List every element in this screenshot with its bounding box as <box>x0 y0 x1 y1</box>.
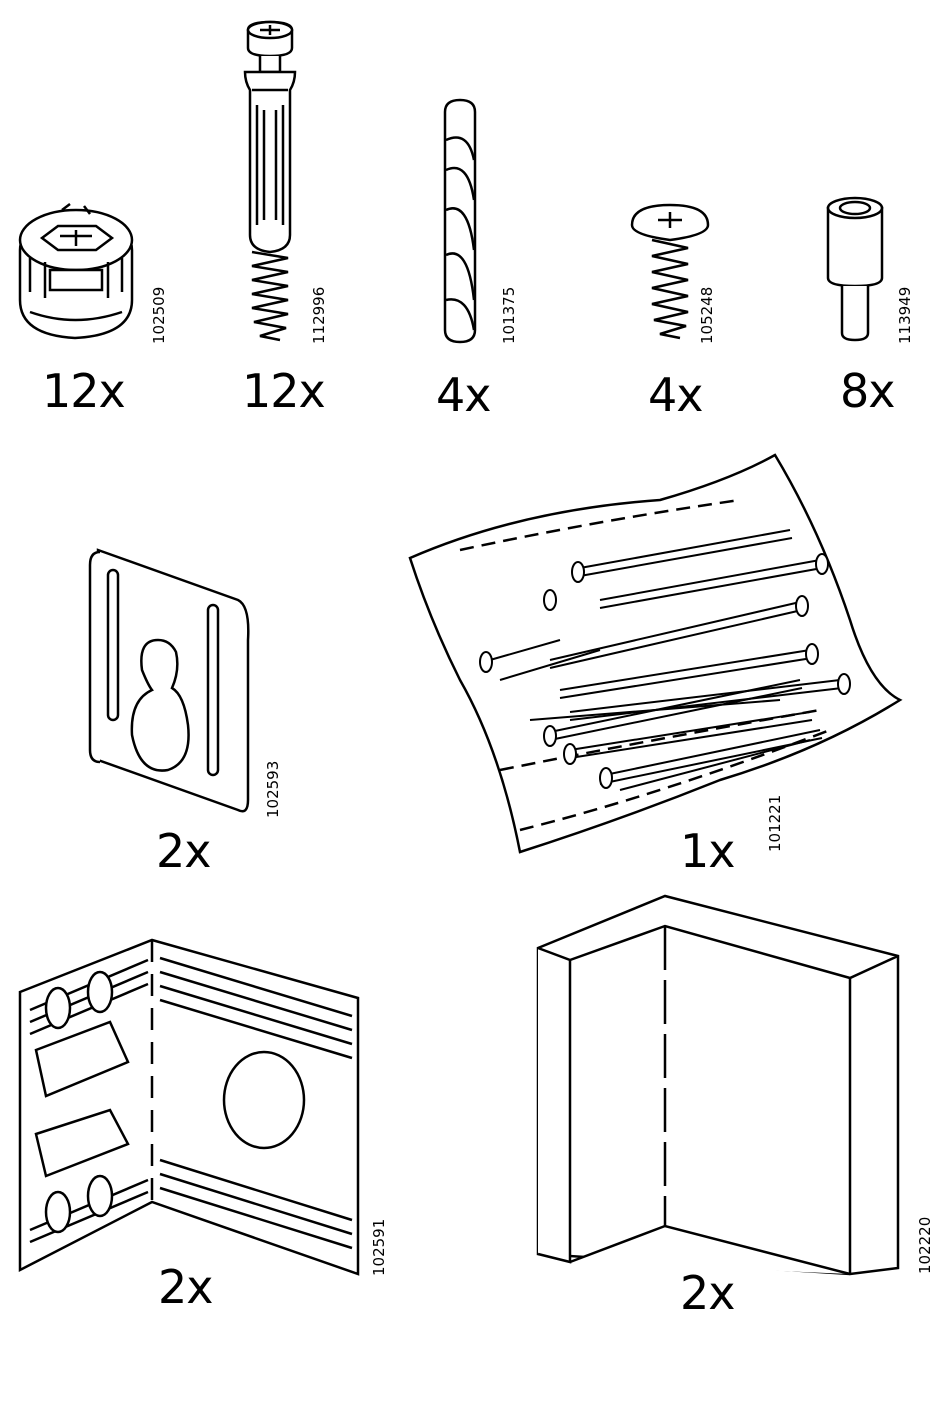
part-code: 102509 <box>152 287 167 344</box>
part-code: 101221 <box>768 795 783 852</box>
part-corner-block: 102220 2x <box>520 890 950 1330</box>
part-quantity: 2x <box>680 1270 735 1316</box>
part-shelf-support: 113949 8x <box>760 0 950 420</box>
wooden-dowel-icon <box>380 0 570 420</box>
part-code: 105248 <box>700 287 715 344</box>
part-quantity: 8x <box>840 368 895 414</box>
part-quantity: 2x <box>156 828 211 874</box>
part-quantity: 4x <box>436 372 491 418</box>
part-code: 113949 <box>898 287 913 344</box>
part-quantity: 4x <box>648 372 703 418</box>
part-cam-lock: 102509 12x <box>0 0 190 420</box>
corner-block-icon <box>520 890 950 1330</box>
part-nail-bag: 101221 1x <box>400 450 950 870</box>
part-code: 102591 <box>372 1219 387 1276</box>
part-code: 112996 <box>312 287 327 344</box>
cam-bolt-screw-icon <box>190 0 380 420</box>
part-corner-bracket: 102591 2x <box>0 930 420 1330</box>
part-code: 101375 <box>502 287 517 344</box>
part-quantity: 12x <box>242 368 325 414</box>
part-wood-dowel: 101375 4x <box>380 0 570 420</box>
part-quantity: 2x <box>158 1264 213 1310</box>
bag-of-nails-icon <box>400 450 950 870</box>
part-quantity: 1x <box>680 828 735 874</box>
part-code: 102593 <box>266 761 281 818</box>
part-keyhole-plate: 102593 2x <box>60 520 310 880</box>
part-short-screw: 105248 4x <box>570 0 760 420</box>
short-screw-icon <box>570 0 760 420</box>
part-quantity: 12x <box>42 368 125 414</box>
part-cam-bolt: 112996 12x <box>190 0 380 420</box>
shelf-support-pin-icon <box>760 0 950 420</box>
cam-lock-fitting-icon <box>0 0 190 420</box>
part-code: 102220 <box>918 1217 933 1274</box>
